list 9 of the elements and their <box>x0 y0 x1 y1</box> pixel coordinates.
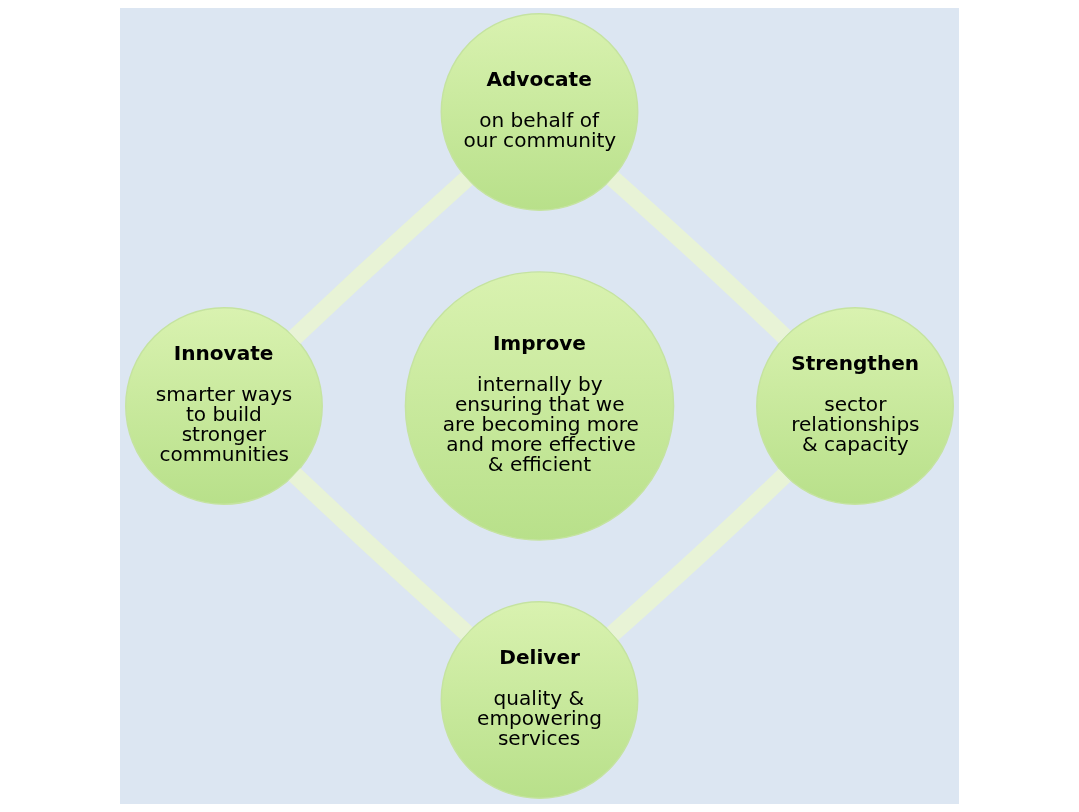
connector <box>606 469 791 641</box>
connector <box>288 468 473 640</box>
node-circle: Deliver quality & empowering services <box>440 601 639 799</box>
node-circle: Improve internally by ensuring that we are becoming more and more effective & efficient <box>404 271 675 541</box>
node-circle: Strengthen sector relationships & capacity <box>756 307 954 505</box>
node-circle: Advocate on behalf of our community <box>440 13 639 211</box>
node-circle: Innovate smarter ways to build stronger communities <box>125 307 323 505</box>
connector <box>606 171 791 343</box>
connector <box>288 172 473 344</box>
